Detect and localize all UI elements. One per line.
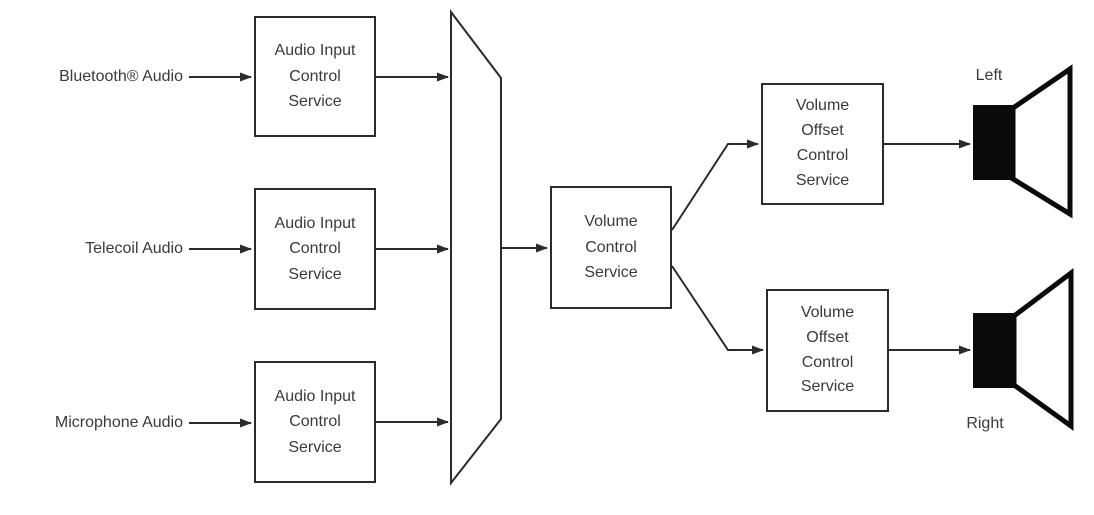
volume-offset-control-service-box-right: Volume Offset Control Service	[766, 289, 889, 412]
arrow-vcs-to-vocs-right	[671, 265, 764, 355]
audio-input-control-service-box-2: Audio Input Control Service	[254, 188, 376, 310]
audio-input-control-service-box-3: Audio Input Control Service	[254, 361, 376, 483]
audio-mixer-trapezoid-icon	[450, 9, 502, 486]
audio-input-control-service-box-1: Audio Input Control Service	[254, 16, 376, 137]
arrow-vcs-to-vocs-left	[671, 139, 759, 231]
speaker-right-icon	[973, 267, 1074, 431]
volume-control-service-box: Volume Control Service	[550, 186, 672, 309]
speaker-label-right: Right	[966, 415, 1004, 432]
speaker-left-icon	[973, 64, 1073, 219]
source-label-bluetooth: Bluetooth® Audio	[59, 68, 183, 85]
volume-offset-control-service-box-left: Volume Offset Control Service	[761, 83, 884, 205]
source-label-microphone: Microphone Audio	[54, 414, 183, 431]
source-label-telecoil: Telecoil Audio	[85, 240, 183, 257]
speaker-label-left: Left	[975, 67, 1003, 84]
